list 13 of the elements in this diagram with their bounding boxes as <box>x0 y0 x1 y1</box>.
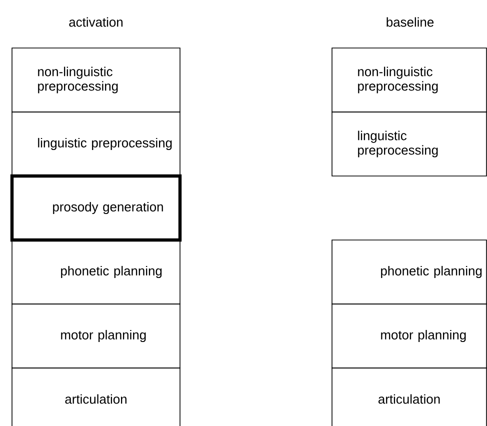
stage-box: articulation <box>332 368 487 426</box>
column-heading: activation <box>69 17 122 27</box>
stage-box: phonetic planning <box>12 240 180 304</box>
stage-box: non-linguistic preprocessing <box>12 48 180 112</box>
stage-box: non-linguistic preprocessing <box>332 48 487 112</box>
stage-box: articulation <box>12 368 180 426</box>
stage-box: prosody generation <box>10 174 182 242</box>
stage-box: linguistic preprocessing <box>12 112 180 176</box>
stage-box: motor planning <box>12 304 180 368</box>
column-heading: baseline <box>386 17 434 27</box>
stage-box: motor planning <box>332 304 487 368</box>
stage-box: linguistic preprocessing <box>332 112 487 176</box>
stage-box: phonetic planning <box>332 240 487 304</box>
